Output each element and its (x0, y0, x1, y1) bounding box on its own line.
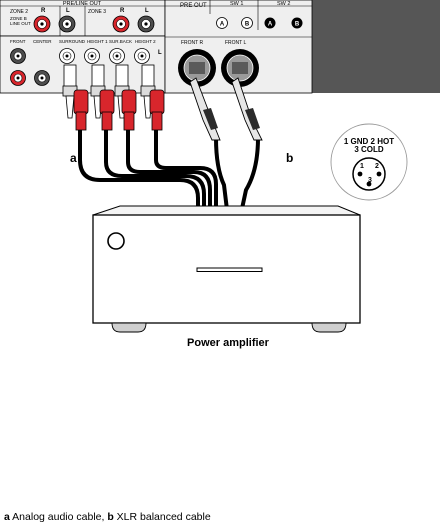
front-r-jack (10, 70, 26, 86)
xlr-pin-2 (376, 171, 382, 177)
height1-l-jack (84, 48, 100, 64)
analog-cable-bundle (78, 128, 218, 220)
rca-plug-white-1 (62, 64, 78, 119)
sw2-label: SW 2 (277, 1, 290, 7)
front-r-xlr-label: FRONT R (181, 40, 204, 46)
xlr-pin-2-label: 2 (375, 163, 379, 170)
xlr-front-l-jack (221, 49, 259, 87)
rca-plug-red-4 (149, 89, 165, 131)
amplifier-label: Power amplifier (187, 337, 270, 349)
amplifier-slot (196, 267, 263, 272)
height1-label: HEIGHT 1 (87, 39, 108, 44)
amplifier-top (92, 205, 361, 216)
pre-out-label: PRE OUT (180, 3, 207, 9)
rca-plug-red-1 (73, 89, 89, 131)
rca-plug-red-2 (99, 89, 115, 131)
sw2-a-jack: A (264, 17, 276, 29)
amplifier-foot-left (111, 322, 147, 333)
surround-label: SURROUND (59, 39, 86, 44)
rca-plug-red-3 (121, 89, 137, 131)
svg-text:B: B (295, 22, 300, 28)
zone2-r-label: R (41, 8, 46, 14)
center-label: CENTER (33, 39, 52, 44)
xlr-pin-1 (357, 171, 363, 177)
caption-key-b: b (107, 511, 114, 523)
zone3-r-label: R (120, 8, 125, 14)
zone2-r-jack (33, 15, 51, 33)
xlr-pin-1-label: 1 (360, 163, 364, 170)
front-l-row-label: L (158, 50, 162, 56)
surback-l-jack (109, 48, 125, 64)
xlr-pinout-diagram: 1 GND 2 HOT 3 COLD 1 2 3 (330, 123, 408, 201)
svg-text:B: B (245, 22, 250, 28)
xlr-pin-3-label: 3 (368, 177, 372, 184)
line-out-label: LINE OUT (10, 21, 31, 26)
caption-key-a: a (4, 511, 10, 523)
xlr-pin-legend-line2: 3 COLD (354, 145, 384, 154)
xlr-plug-front-r (189, 77, 221, 141)
center-jack (34, 70, 50, 86)
sw1-a-jack: A (216, 17, 228, 29)
zone-b-label: ZONE B (10, 16, 27, 21)
receiver-rear-panel: PRE/LINE OUT PRE OUT SW 1 SW 2 ZONE 2 ZO… (0, 0, 440, 94)
sw2-b-jack: B (291, 17, 303, 29)
xlr-front-r-jack (178, 49, 216, 87)
xlr-pin-3 (366, 181, 372, 187)
dark-panel-section (312, 0, 440, 93)
zone3-l-jack (137, 15, 155, 33)
xlr-cable-pair (214, 136, 260, 220)
sw1-b-jack: B (241, 17, 253, 29)
surround-l-jack (59, 48, 75, 64)
caption-text-b: XLR balanced cable (113, 511, 211, 523)
amplifier-foot-right (311, 322, 347, 333)
front-label: FRONT (10, 39, 26, 44)
svg-text:A: A (220, 22, 225, 28)
caption-text-a: Analog audio cable, (9, 511, 108, 523)
figure-caption: a Analog audio cable, b XLR balanced cab… (4, 511, 211, 523)
xlr-plug-front-l (231, 77, 263, 141)
zone3-l-label: L (145, 8, 149, 14)
xlr-pin-legend-line1: 1 GND 2 HOT (344, 137, 394, 146)
zone3-label: ZONE 3 (88, 9, 106, 15)
zone3-r-jack (112, 15, 130, 33)
power-amplifier: Power amplifier (92, 205, 361, 349)
surback-label: SUR.BACK (109, 39, 132, 44)
front-l-jack (10, 48, 26, 64)
height2-label: HEIGHT 2 (135, 39, 156, 44)
pre-line-out-label: PRE/LINE OUT (63, 1, 102, 7)
callout-a: a (70, 151, 77, 165)
zone2-l-jack (58, 15, 76, 33)
height2-l-jack (134, 48, 150, 64)
svg-text:A: A (268, 22, 273, 28)
front-l-xlr-label: FRONT L (225, 40, 247, 46)
zone2-l-label: L (66, 8, 70, 14)
xlr-connector-face (352, 157, 386, 191)
sw1-label: SW 1 (230, 1, 243, 7)
zone2-label: ZONE 2 (10, 9, 28, 15)
callout-b: b (286, 151, 293, 165)
power-knob-icon (107, 232, 125, 250)
